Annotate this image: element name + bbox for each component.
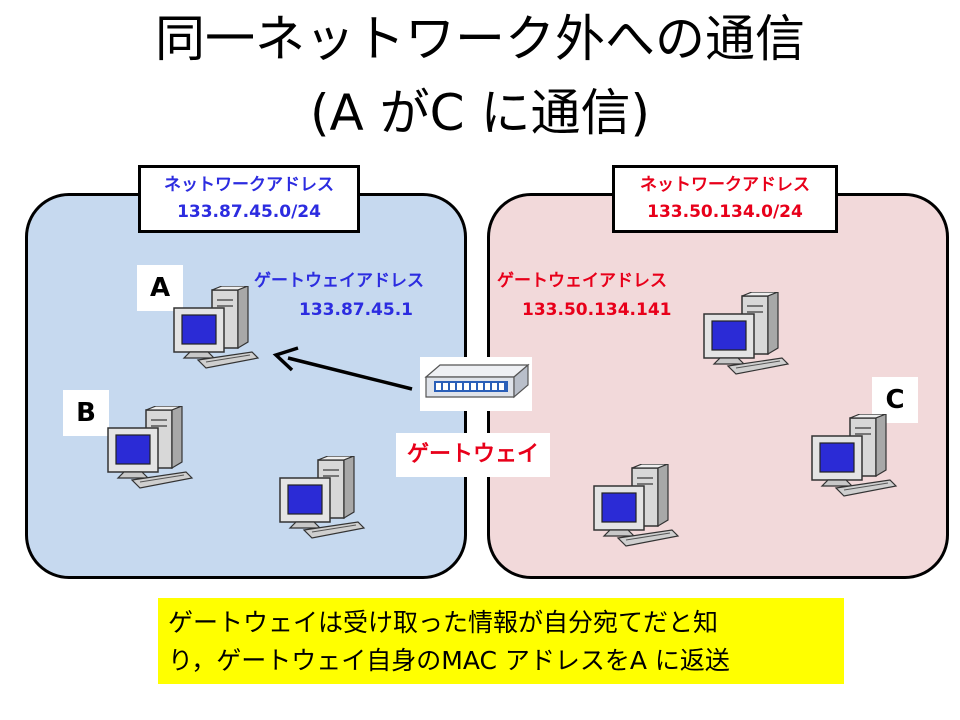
computer-b-icon	[107, 406, 194, 489]
right-gateway-ip: 133.50.134.141	[522, 300, 672, 320]
computer-c-icon	[811, 414, 898, 497]
note-line-1: ゲートウェイは受け取った情報が自分宛てだと知	[168, 608, 719, 637]
computer-left-icon	[279, 456, 366, 539]
computer-a-icon	[173, 286, 260, 369]
right-network-address: 133.50.134.0/24	[647, 202, 803, 222]
host-label-a: A	[137, 265, 183, 311]
computer-right-top-icon	[703, 292, 790, 375]
left-gateway-ip: 133.87.45.1	[299, 300, 414, 320]
left-network-address-title: ネットワークアドレス	[164, 175, 334, 195]
computer-right-bottom-icon	[593, 464, 680, 547]
network-switch-icon	[424, 363, 530, 399]
left-network-area	[25, 193, 467, 579]
title-line-1: 同一ネットワーク外への通信	[155, 10, 805, 68]
left-network-address: 133.87.45.0/24	[177, 202, 321, 222]
left-network-address-box: ネットワークアドレス 133.87.45.0/24	[138, 165, 360, 233]
host-label-b: B	[63, 390, 109, 436]
explanation-note: ゲートウェイは受け取った情報が自分宛てだと知 り，ゲートウェイ自身のMAC アド…	[158, 598, 844, 684]
note-line-2: り，ゲートウェイ自身のMAC アドレスをA に返送	[168, 646, 730, 675]
right-network-address-title: ネットワークアドレス	[640, 175, 810, 195]
gateway-switch	[420, 357, 532, 411]
gateway-label: ゲートウェイ	[396, 433, 550, 477]
right-gateway-title: ゲートウェイアドレス	[497, 271, 667, 291]
left-gateway-title: ゲートウェイアドレス	[254, 271, 424, 291]
right-network-address-box: ネットワークアドレス 133.50.134.0/24	[612, 165, 838, 233]
title-line-2: (A がC に通信)	[310, 84, 650, 142]
